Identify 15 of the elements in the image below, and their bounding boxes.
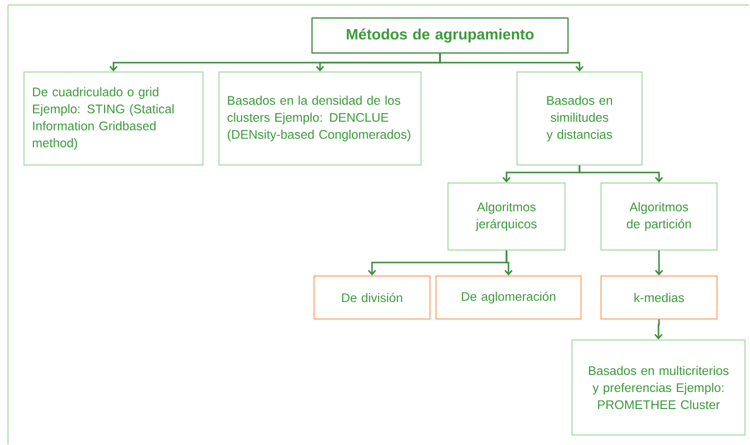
arrow <box>654 320 663 340</box>
category-box: Algoritmos jerárquicos <box>448 182 566 250</box>
category-box: Algoritmos de partición <box>600 182 718 250</box>
method-box: De aglomeración <box>436 276 582 320</box>
arrow <box>654 250 664 276</box>
arrow <box>504 250 513 276</box>
title-box: Métodos de agrupamiento <box>311 17 569 54</box>
category-box: Basados en la densidad de los clusters Ejemplo: DENCLUE (DENsity-based Conglomerados) <box>218 72 422 166</box>
method-box: De división <box>314 276 430 320</box>
method-box: k-medias <box>600 276 718 320</box>
category-box: De cuadriculado o grid Ejemplo: STING (Statical Information Gridbased method) <box>24 72 204 166</box>
category-box: Basados en multicriterios y preferencias Ejemplo: PROMETHEE Cluster <box>572 340 746 436</box>
arrow <box>578 166 664 182</box>
arrow <box>439 54 584 72</box>
category-box: Basados en similitudes y distancias <box>516 72 642 166</box>
